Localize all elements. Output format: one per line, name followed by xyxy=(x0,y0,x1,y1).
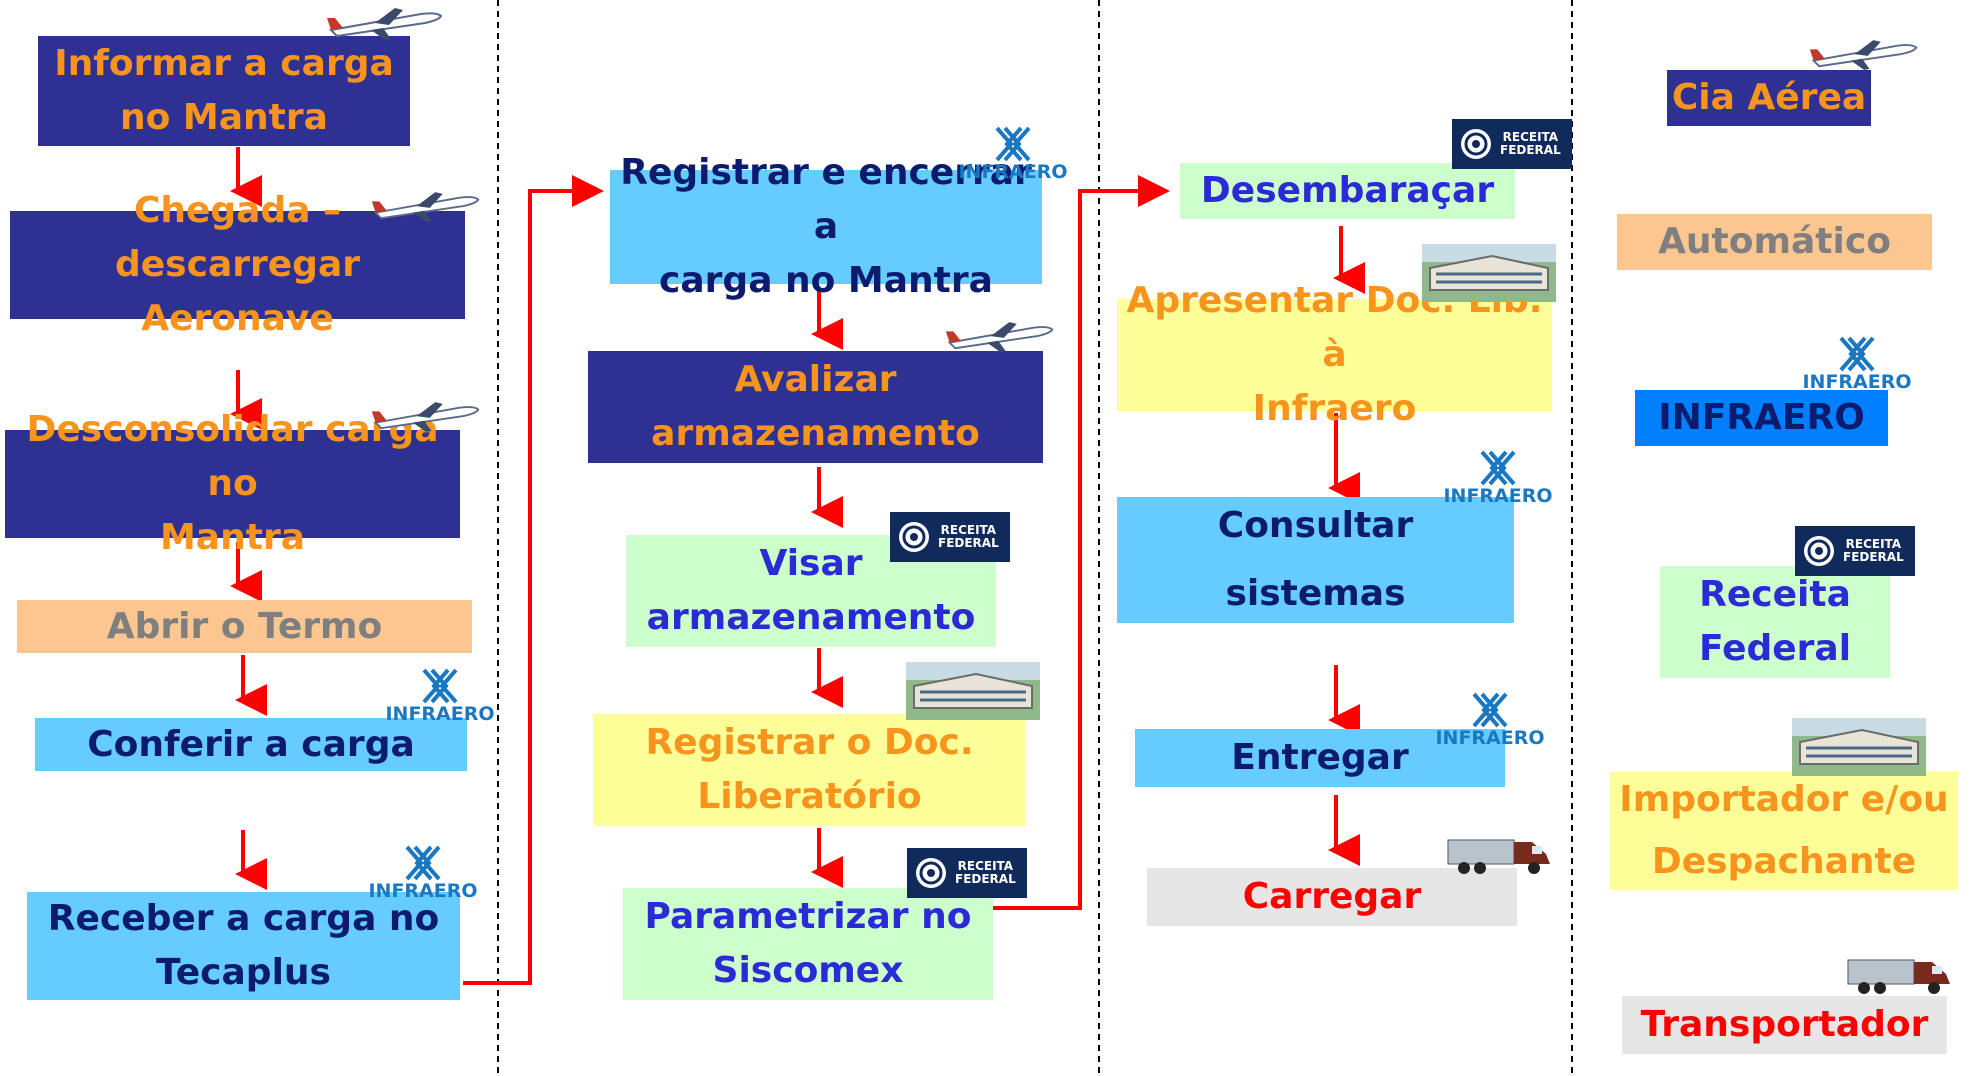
step-registrar-encerrar: Registrar e encerrar a carga no Mantra xyxy=(610,152,1042,301)
infraero-mark-icon xyxy=(995,126,1031,162)
legend-infraero: INFRAERO xyxy=(1635,390,1888,446)
infraero-logo: INFRAERO xyxy=(368,845,478,901)
legend-automatico: Automático xyxy=(1617,214,1932,270)
step-desconsolidar-carga: Desconsolidar carga no Mantra xyxy=(5,409,460,558)
airplane-icon xyxy=(327,8,443,40)
receita-logo-text: RECEITA FEDERAL xyxy=(1843,537,1904,564)
legend-cia-aerea: Cia Aérea xyxy=(1667,70,1871,126)
step-parametrizar-siscomex: Parametrizar no Siscomex xyxy=(623,888,993,1000)
infraero-logo: INFRAERO xyxy=(958,126,1068,182)
receita-logo-text: RECEITA FEDERAL xyxy=(955,859,1016,886)
flow-arrow-cross xyxy=(992,175,1170,910)
step-consultar-sistemas: Consultar sistemas xyxy=(1117,497,1514,623)
receita-federal-logo: RECEITA FEDERAL xyxy=(1795,526,1915,576)
step-visar-armazenamento: Visar armazenamento xyxy=(626,535,996,647)
step-avalizar-armazenamento: Avalizar armazenamento xyxy=(588,351,1043,463)
infraero-mark-icon xyxy=(1472,692,1508,728)
infraero-logo: INFRAERO xyxy=(1802,336,1912,392)
legend-receita-federal: Receita Federal xyxy=(1660,566,1890,678)
infraero-logo: INFRAERO xyxy=(1435,692,1545,748)
infraero-logo-text: INFRAERO xyxy=(368,880,478,902)
step-receber-carga: Receber a carga no Tecaplus xyxy=(27,892,460,1000)
infraero-logo-text: INFRAERO xyxy=(385,703,495,725)
truck-icon xyxy=(1447,839,1550,874)
airplane-icon xyxy=(1809,40,1918,70)
infraero-logo-text: INFRAERO xyxy=(1802,371,1912,393)
infraero-mark-icon xyxy=(422,668,458,704)
legend-importador-despachante: Importador e/ou Despachante xyxy=(1610,772,1958,890)
infraero-logo-text: INFRAERO xyxy=(958,161,1068,183)
legend-transportador: Transportador xyxy=(1622,996,1947,1054)
step-apresentar-doc: Apresentar Doc. Lib. à Infraero xyxy=(1117,280,1552,429)
truck-icon xyxy=(1847,959,1950,994)
step-conferir-carga: Conferir a carga xyxy=(35,718,467,771)
building-icon xyxy=(1792,718,1926,776)
infraero-mark-icon xyxy=(1480,450,1516,486)
receita-logo-text: RECEITA FEDERAL xyxy=(1500,130,1561,157)
receita-seal-icon xyxy=(899,522,929,552)
step-carregar: Carregar xyxy=(1147,868,1517,926)
airplane-icon xyxy=(945,322,1054,352)
receita-federal-logo: RECEITA FEDERAL xyxy=(1452,119,1572,169)
receita-seal-icon xyxy=(1804,536,1834,566)
infraero-mark-icon xyxy=(405,845,441,881)
step-chegada-descarregar: Chegada – descarregar Aeronave xyxy=(10,190,465,339)
infraero-logo: INFRAERO xyxy=(385,668,495,724)
flow-arrow-cross xyxy=(463,175,604,985)
step-informar-carga: Informar a carga no Mantra xyxy=(38,36,410,146)
infraero-mark-icon xyxy=(1839,336,1875,372)
infraero-logo-text: INFRAERO xyxy=(1443,485,1553,507)
receita-federal-logo: RECEITA FEDERAL xyxy=(890,512,1010,562)
step-entregar: Entregar xyxy=(1135,729,1505,787)
airplane-icon xyxy=(371,192,480,222)
airplane-icon xyxy=(371,402,480,432)
receita-federal-logo: RECEITA FEDERAL xyxy=(907,848,1027,898)
step-registrar-doc: Registrar o Doc. Liberatório xyxy=(593,714,1026,826)
receita-seal-icon xyxy=(1461,129,1491,159)
step-abrir-termo: Abrir o Termo xyxy=(17,600,472,653)
receita-logo-text: RECEITA FEDERAL xyxy=(938,523,999,550)
infraero-logo-text: INFRAERO xyxy=(1435,727,1545,749)
building-icon xyxy=(906,662,1040,720)
receita-seal-icon xyxy=(916,858,946,888)
infraero-logo: INFRAERO xyxy=(1443,450,1553,506)
step-desembaracar: Desembaraçar xyxy=(1180,163,1515,219)
building-icon xyxy=(1422,244,1556,302)
